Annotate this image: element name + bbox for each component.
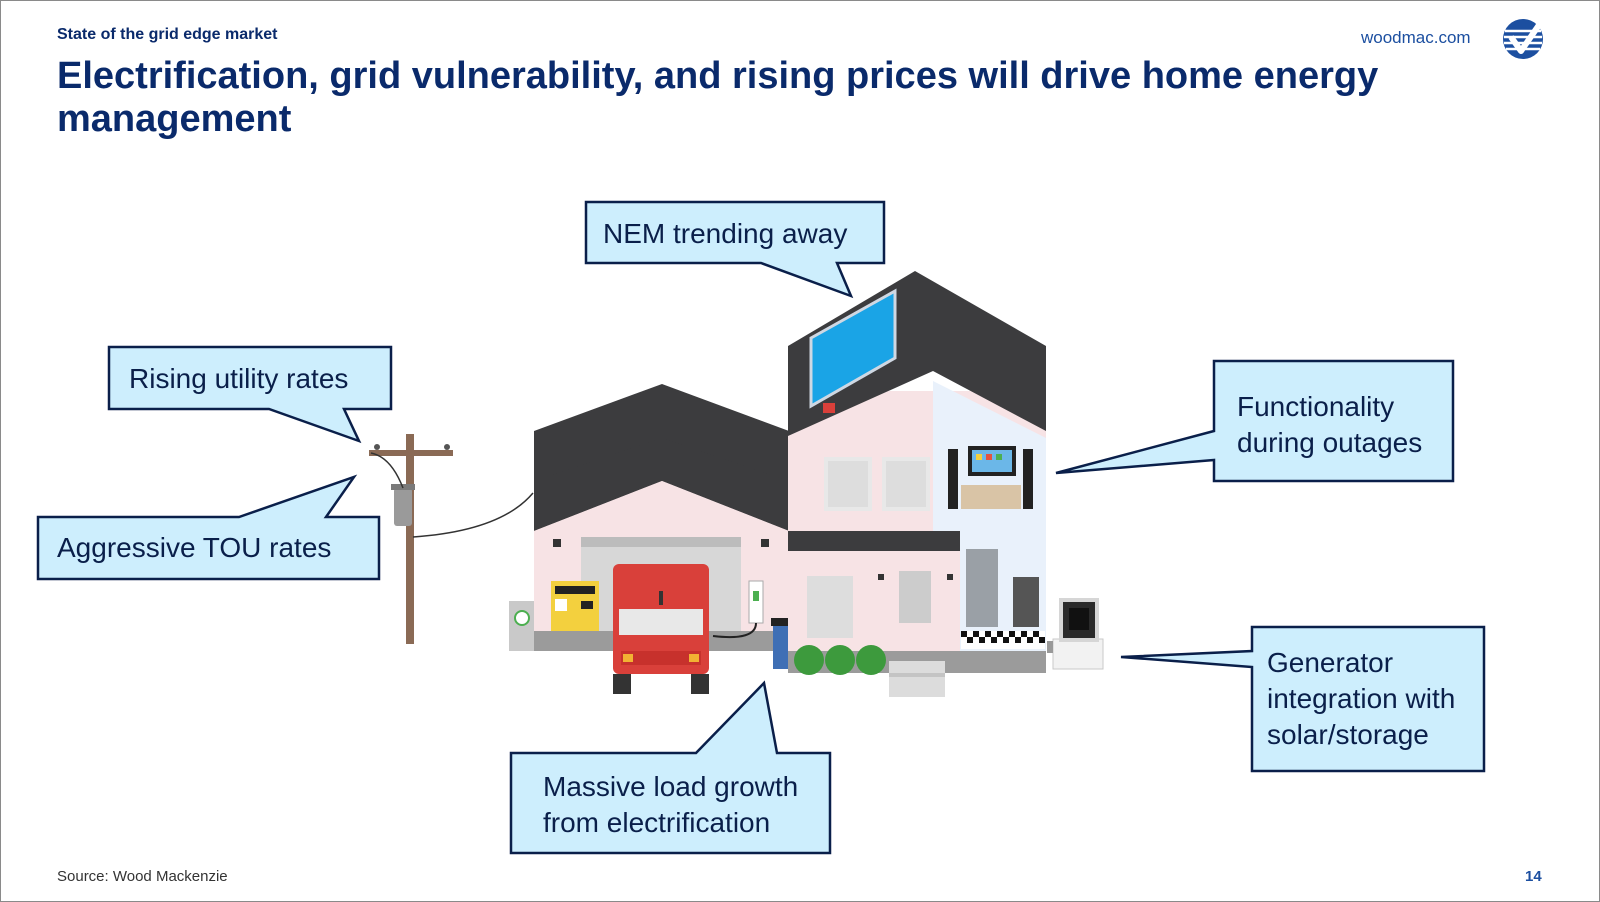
page-number: 14 (1525, 868, 1542, 885)
callout-generator-text: Generator integration with solar/storage (1267, 645, 1455, 753)
meter-box-icon (509, 601, 535, 651)
generator-icon (1047, 598, 1104, 670)
site-link[interactable]: woodmac.com (1361, 28, 1471, 47)
shrubs-icon (794, 645, 886, 675)
callout-load-line-1: Massive load growth (543, 771, 799, 802)
woodmac-logo-icon (1503, 19, 1543, 59)
callout-functionality-line-2: during outages (1237, 427, 1423, 458)
slide-title: Electrification, grid vulnerability, and… (57, 55, 1379, 140)
callout-rising-shape (107, 345, 393, 444)
callout-nem-shape (584, 200, 886, 299)
electric-truck-icon (613, 564, 709, 694)
section-eyebrow: State of the grid edge market (57, 26, 278, 43)
callout-load-shape (509, 680, 832, 855)
callout-rising-text: Rising utility rates (129, 363, 349, 394)
callout-generator-line-2: integration with (1267, 683, 1456, 714)
main-house (788, 271, 1046, 697)
utility-pole-icon (369, 434, 534, 644)
source-note: Source: Wood Mackenzie (57, 868, 228, 885)
callout-nem-text: NEM trending away (603, 218, 848, 249)
callout-functionality-line-1: Functionality (1237, 391, 1395, 422)
callout-load-line-2: from electrification (543, 807, 771, 838)
callout-generator-line-3: solar/storage (1267, 719, 1429, 750)
callout-tou-shape (36, 474, 381, 581)
callout-tou-text: Aggressive TOU rates (57, 532, 332, 563)
callout-generator-line-1: Generator (1267, 647, 1394, 678)
callout-functionality-shape (1055, 359, 1455, 483)
callout-generator-shape (1120, 625, 1486, 773)
callout-load-text: Massive load growth from electrification (543, 769, 798, 841)
callout-functionality-text: Functionality during outages (1237, 389, 1422, 461)
battery-unit-icon (771, 618, 793, 669)
